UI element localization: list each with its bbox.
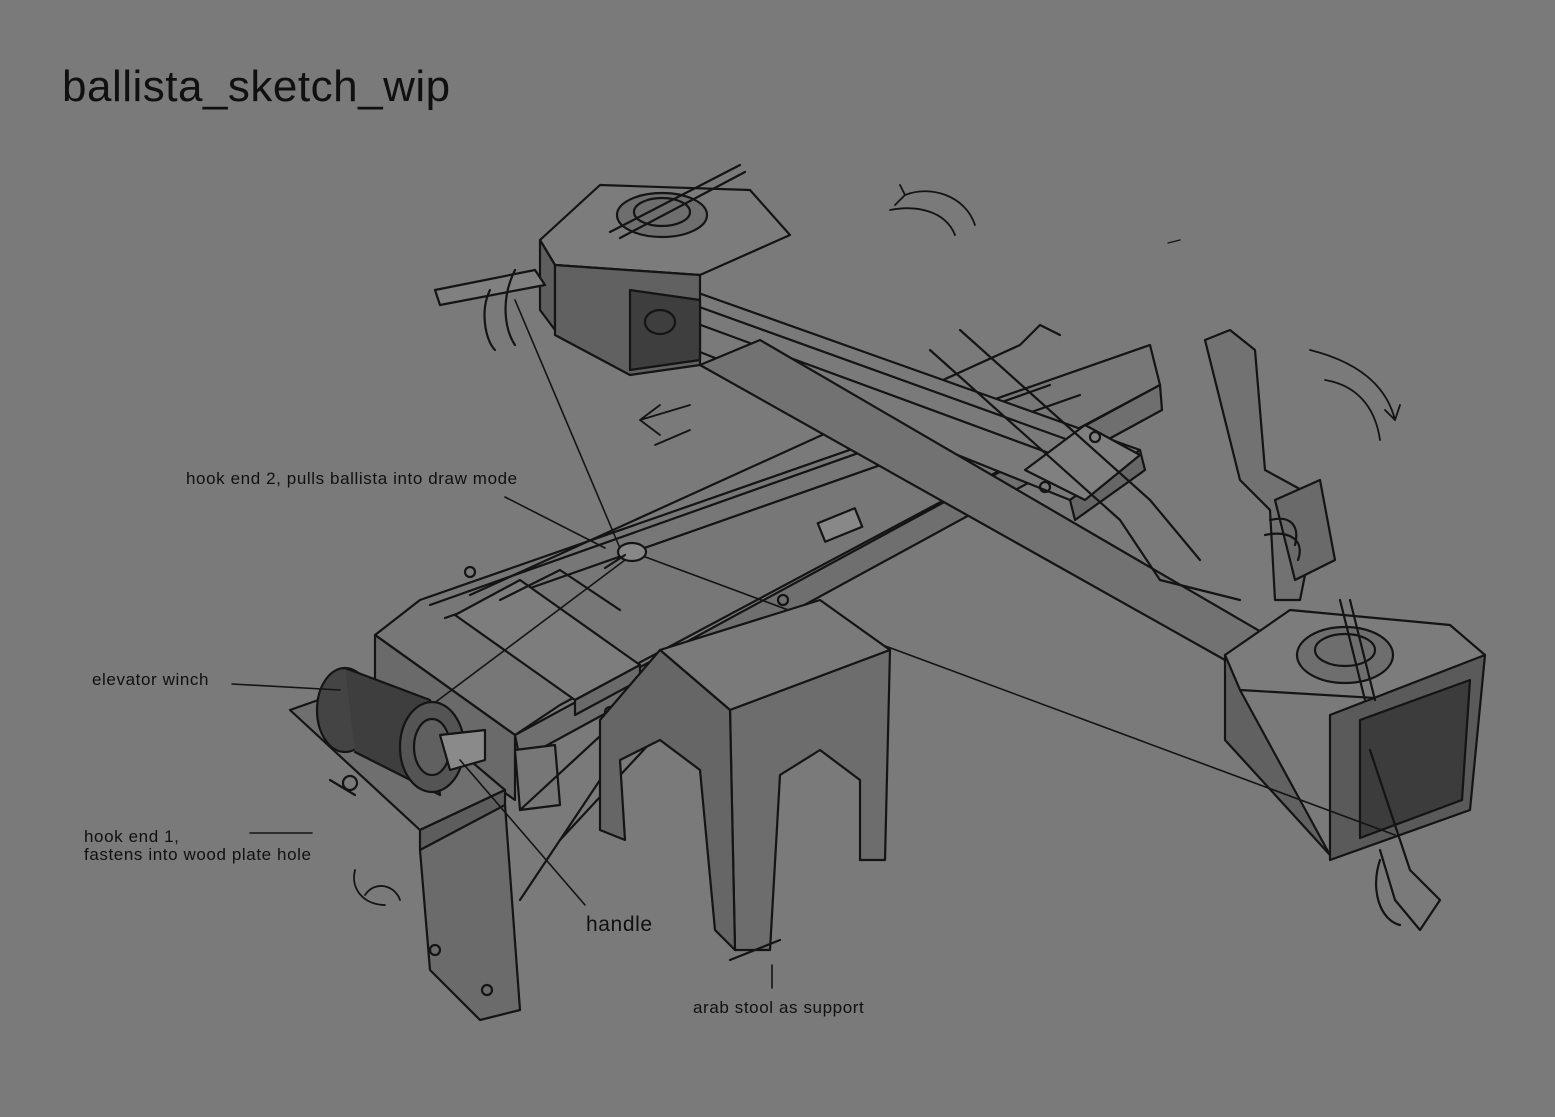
elevator-winch — [288, 666, 507, 852]
left-arm-stub — [433, 268, 547, 352]
callout-handle: handle — [586, 913, 653, 936]
front-leg — [418, 688, 692, 1022]
arab-stool — [598, 598, 892, 962]
right-arm-limb — [1203, 328, 1337, 602]
callout-hook-end-1: hook end 1, fastens into wood plate hole — [84, 828, 312, 864]
torsion-box-left — [538, 163, 792, 377]
rotation-arrows — [353, 184, 1401, 906]
hook-end-2 — [603, 541, 648, 570]
callout-hook-end-2: hook end 2, pulls ballista into draw mod… — [186, 469, 518, 488]
callout-hook-end-1-line1: hook end 1, — [84, 827, 180, 846]
callout-stool: arab stool as support — [693, 998, 865, 1017]
leader-lines — [231, 496, 773, 989]
sketch-title: ballista_sketch_wip — [62, 62, 451, 111]
bow-strings — [424, 299, 1396, 836]
torsion-box-right — [1223, 598, 1487, 932]
callout-hook-end-1-line2: fastens into wood plate hole — [84, 845, 312, 864]
callout-elevator-winch: elevator winch — [92, 670, 210, 689]
